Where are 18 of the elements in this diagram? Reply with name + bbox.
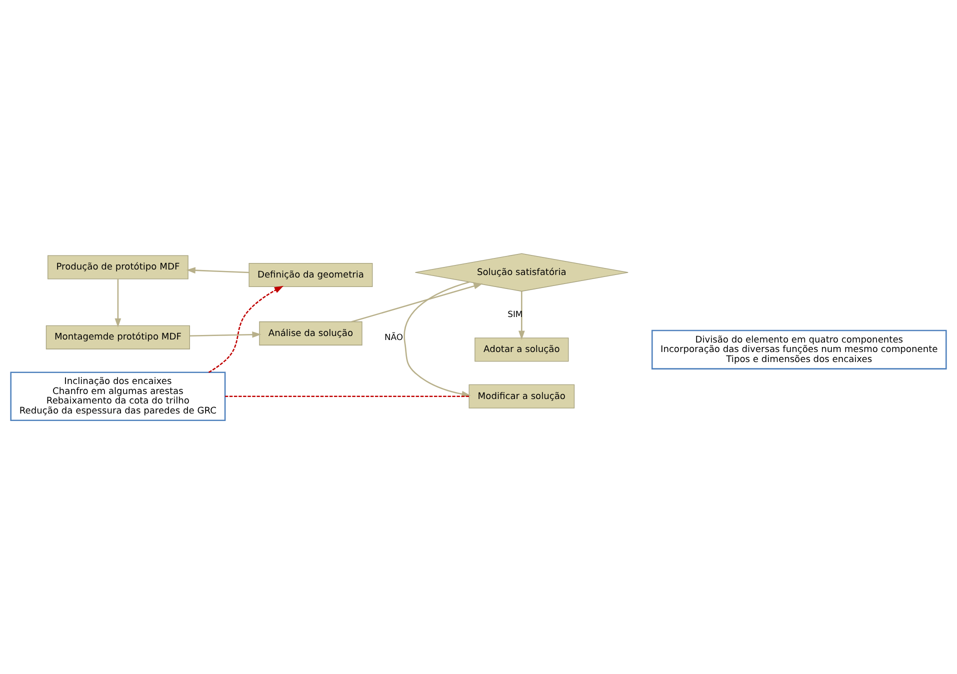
arrow xyxy=(186,267,250,274)
arrow xyxy=(208,286,284,373)
node-box: Adotar a solução xyxy=(474,338,569,362)
node-box: Montagemde protótipo MDF xyxy=(46,325,190,350)
connector xyxy=(225,396,469,398)
edge-label: NÃO xyxy=(384,332,404,342)
arrow xyxy=(190,331,262,338)
node-box: Modificar a solução xyxy=(468,384,575,408)
node-box: Produção de protótipo MDF xyxy=(48,255,188,280)
node-box: Divisão do elemento em quatro componentes Incorporação das diversas funções num mesmo componente Tipos e dimensões dos encaixes xyxy=(651,330,947,370)
node-box: Definição da geometria xyxy=(248,263,373,288)
node-diamond: Solução satisfatória xyxy=(414,253,628,292)
arrow xyxy=(518,291,525,340)
node-box: Inclinação dos encaixes Chanfro em algumas arestas Rebaixamento da cota do trilho Redução da espessura das paredes de GRC xyxy=(10,372,226,422)
arrow xyxy=(351,283,483,322)
node-box: Análise da solução xyxy=(259,321,362,346)
arrow xyxy=(114,279,122,328)
edge-label: SIM xyxy=(508,308,523,319)
